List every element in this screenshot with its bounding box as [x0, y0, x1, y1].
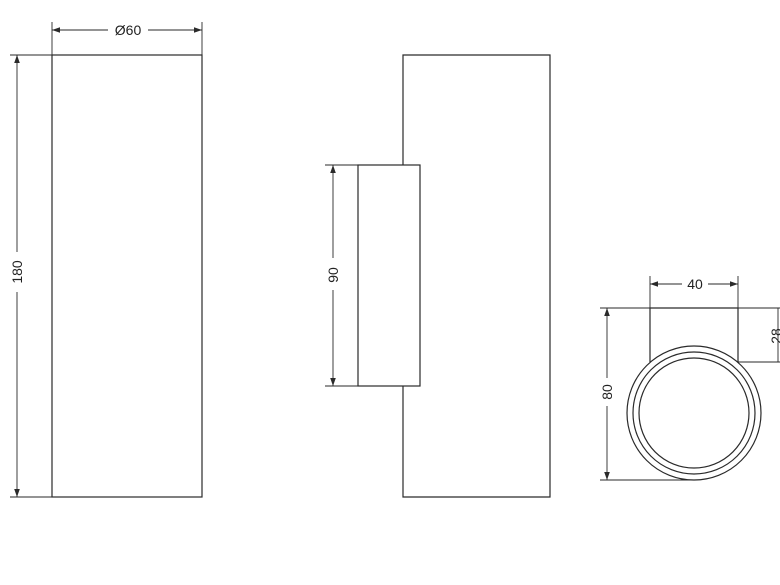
side-mount-height-label: 90 — [325, 267, 341, 283]
top-depth-label: 80 — [599, 384, 615, 400]
side-view-body — [402, 54, 551, 498]
side-view: 90 — [324, 54, 551, 498]
top-view-outer-ring — [626, 345, 762, 481]
top-width-label: 40 — [687, 276, 703, 292]
front-diameter-label: Ø60 — [115, 22, 142, 38]
top-view-inner-ring — [638, 357, 750, 469]
top-view: 40 28 80 — [598, 274, 780, 481]
top-offset-label: 28 — [768, 328, 780, 344]
front-view-body — [51, 54, 203, 498]
front-height-label: 180 — [9, 260, 25, 284]
side-view-mount-bracket — [357, 164, 421, 387]
front-view: Ø60 180 — [8, 20, 203, 498]
top-view-middle-ring — [632, 351, 756, 475]
top-view-bracket — [649, 307, 739, 362]
